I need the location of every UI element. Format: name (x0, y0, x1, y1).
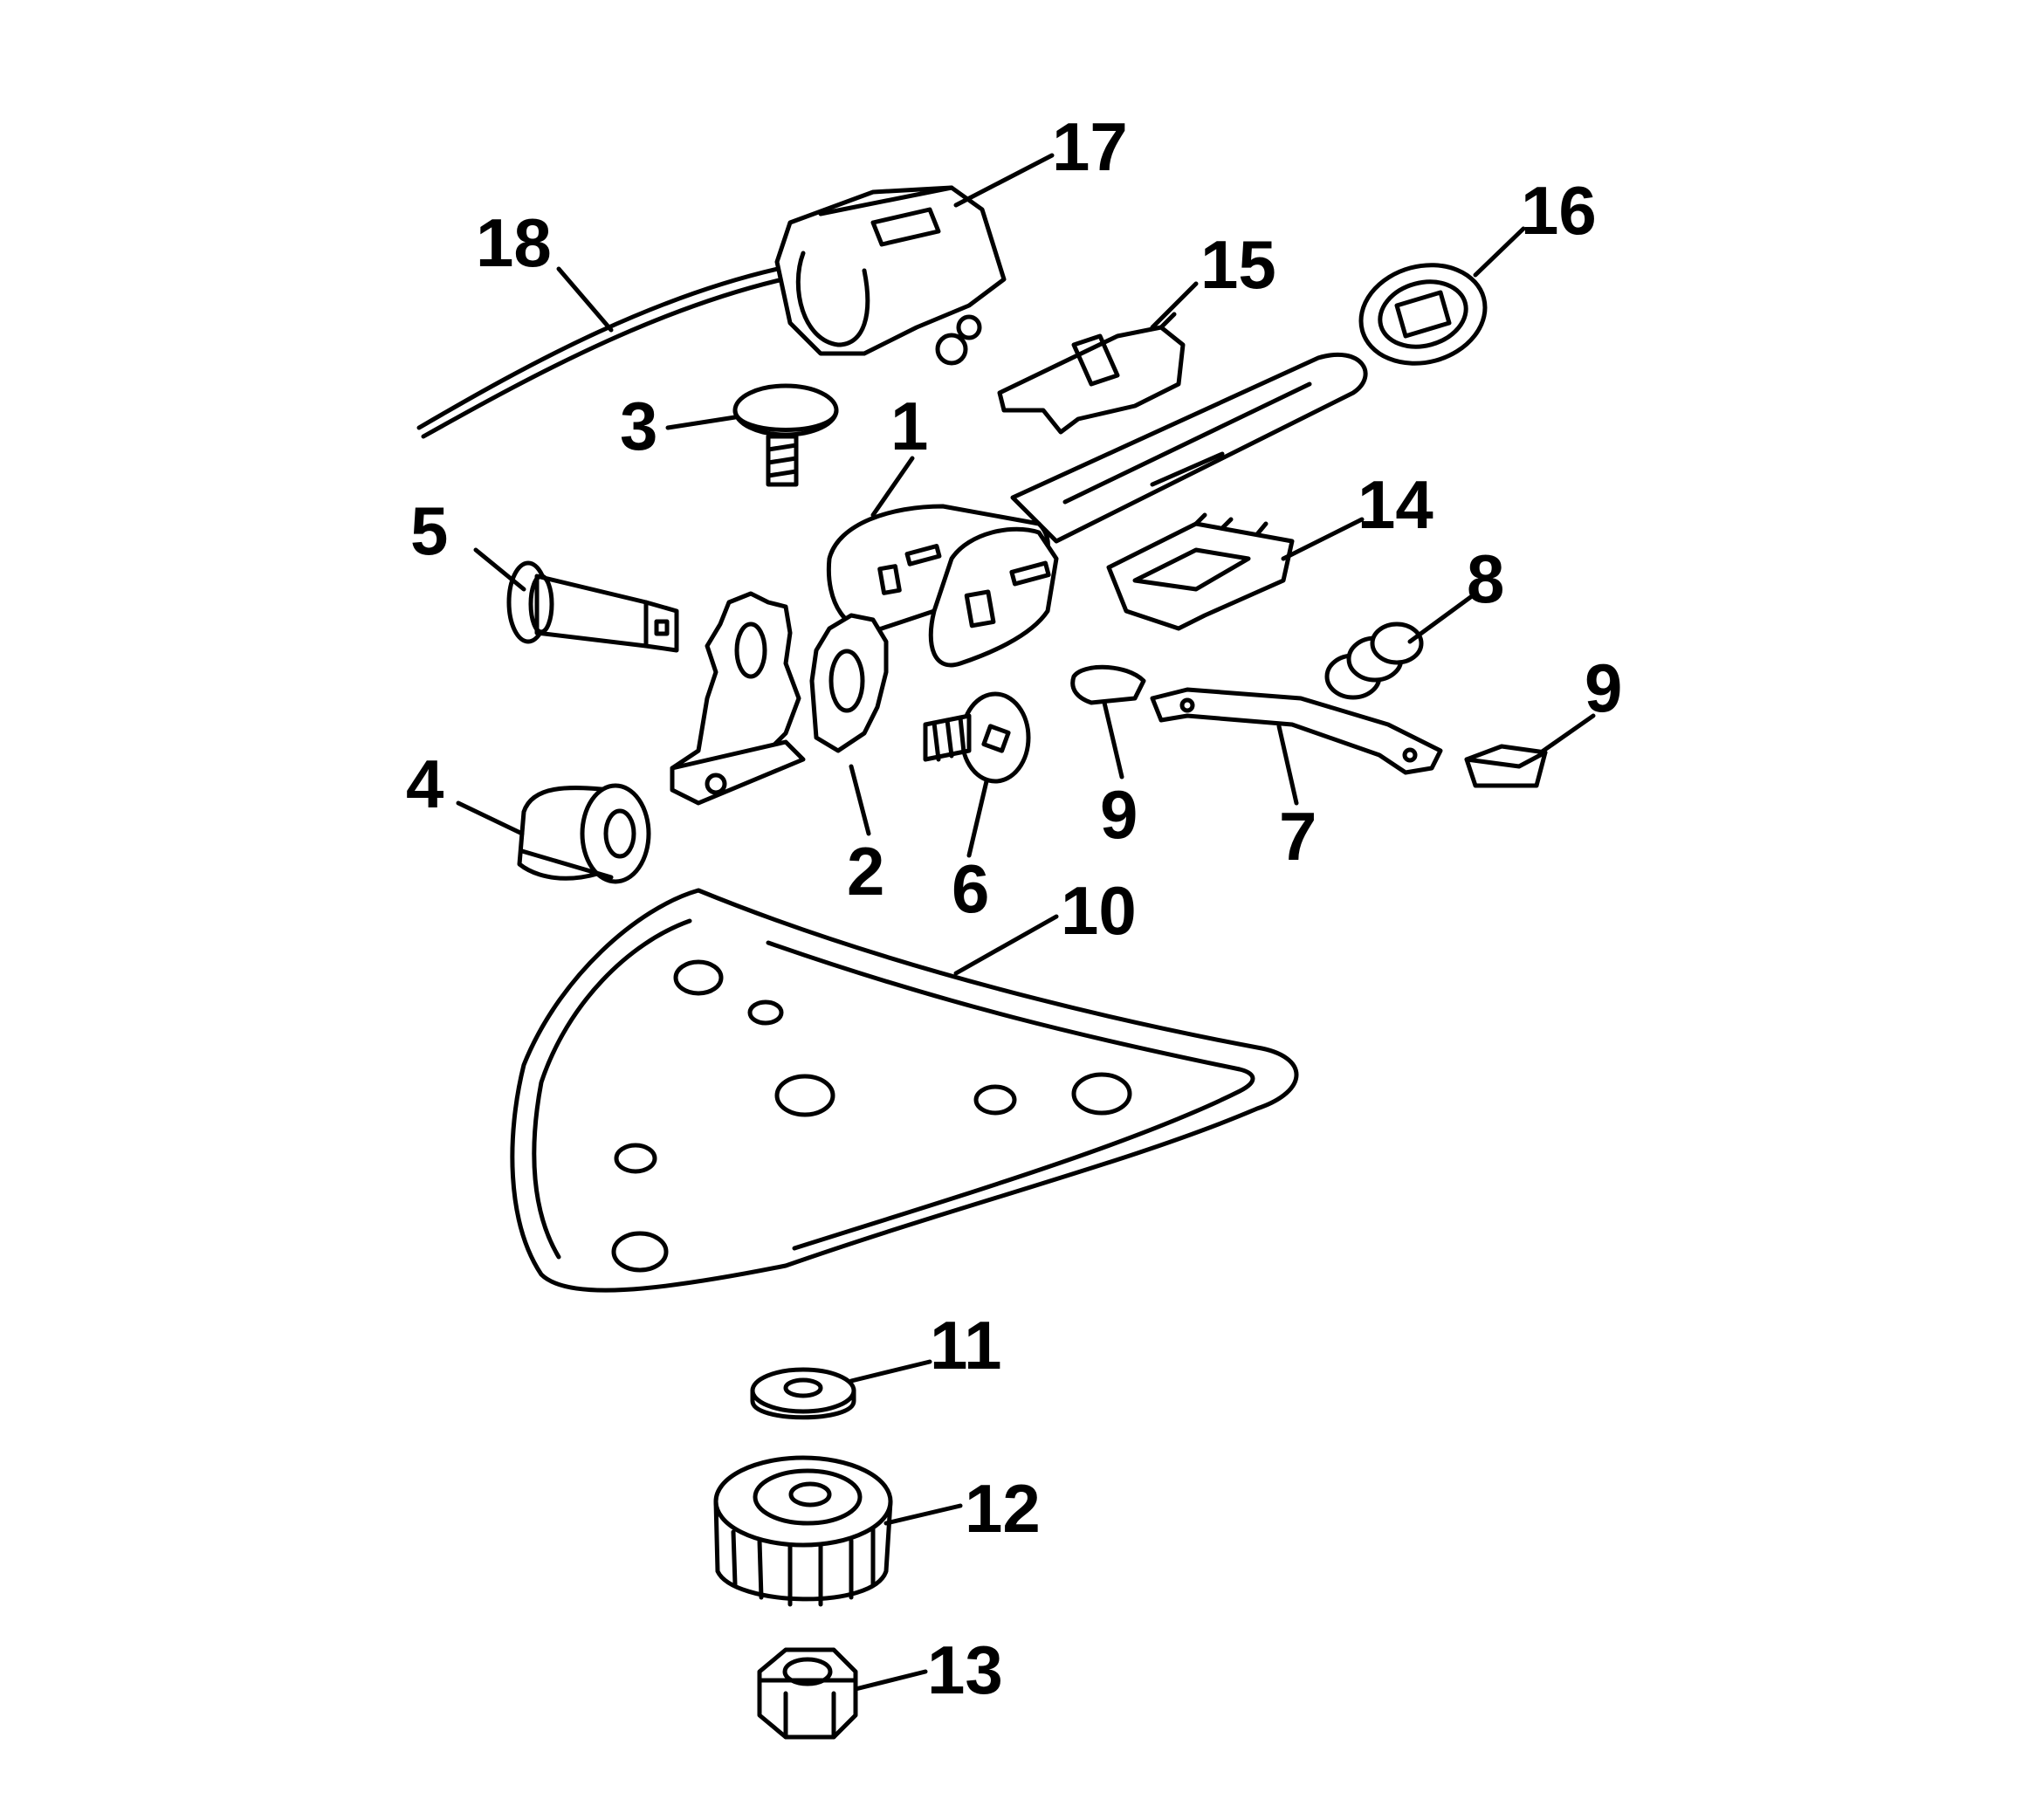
leader-9a (1102, 700, 1124, 780)
part-9-pad-left (1070, 664, 1146, 705)
part-4-bushing (517, 783, 651, 884)
label-16: 16 (1521, 172, 1597, 249)
label-11: 11 (930, 1307, 1001, 1384)
label-5: 5 (410, 492, 448, 569)
leader-11 (849, 1359, 932, 1384)
leader-13 (853, 1669, 928, 1692)
leader-18 (556, 266, 614, 333)
part-12-knob (713, 1455, 893, 1607)
leader-lines (456, 153, 1596, 1692)
part-13-hex-nut (757, 1647, 858, 1740)
leader-14 (1281, 517, 1365, 561)
part-17-handle-housing (774, 185, 1007, 366)
part-10-base-plate (510, 888, 1299, 1293)
part-8-spring (1324, 622, 1424, 700)
part-labels: 17 18 15 16 3 1 5 14 8 9 9 7 2 6 4 10 11… (406, 108, 1622, 1708)
leader-7 (1276, 724, 1299, 806)
leader-8 (1407, 591, 1478, 644)
label-13: 13 (927, 1631, 1003, 1708)
leader-10 (953, 914, 1059, 976)
label-18: 18 (476, 204, 552, 281)
label-9a: 9 (1100, 776, 1138, 853)
part-7-strip (1150, 687, 1443, 775)
label-17: 17 (1052, 108, 1128, 185)
part-2-gear-bracket (670, 591, 889, 806)
label-3: 3 (620, 388, 657, 464)
leader-16 (1473, 226, 1526, 278)
label-4: 4 (406, 745, 443, 822)
leader-6 (966, 779, 989, 858)
part-6-screw (923, 691, 1031, 784)
leader-3 (665, 415, 738, 430)
part-14-slide (1106, 512, 1295, 631)
part-16-grommet (1358, 263, 1488, 366)
label-9b: 9 (1585, 649, 1622, 726)
label-6: 6 (952, 850, 989, 927)
leader-5 (473, 547, 526, 592)
label-10: 10 (1061, 872, 1137, 949)
leader-1 (870, 456, 915, 518)
leader-2 (849, 764, 871, 836)
leader-4 (456, 800, 525, 836)
leader-12 (883, 1503, 963, 1526)
part-15-clip (997, 312, 1186, 435)
part-9-block-right (1464, 744, 1548, 788)
label-12: 12 (965, 1470, 1041, 1547)
part-1-arm-bracket (826, 352, 1368, 668)
part-3-pin (732, 383, 839, 487)
leader-9b (1538, 713, 1596, 755)
label-1: 1 (890, 388, 928, 464)
label-2: 2 (847, 833, 884, 910)
label-7: 7 (1279, 798, 1317, 875)
label-15: 15 (1200, 226, 1276, 303)
leader-17 (953, 153, 1055, 208)
label-8: 8 (1467, 540, 1504, 617)
label-14: 14 (1358, 466, 1433, 543)
part-11-washer (750, 1367, 856, 1420)
part-5-shaft (506, 560, 679, 653)
leader-15 (1150, 281, 1199, 330)
